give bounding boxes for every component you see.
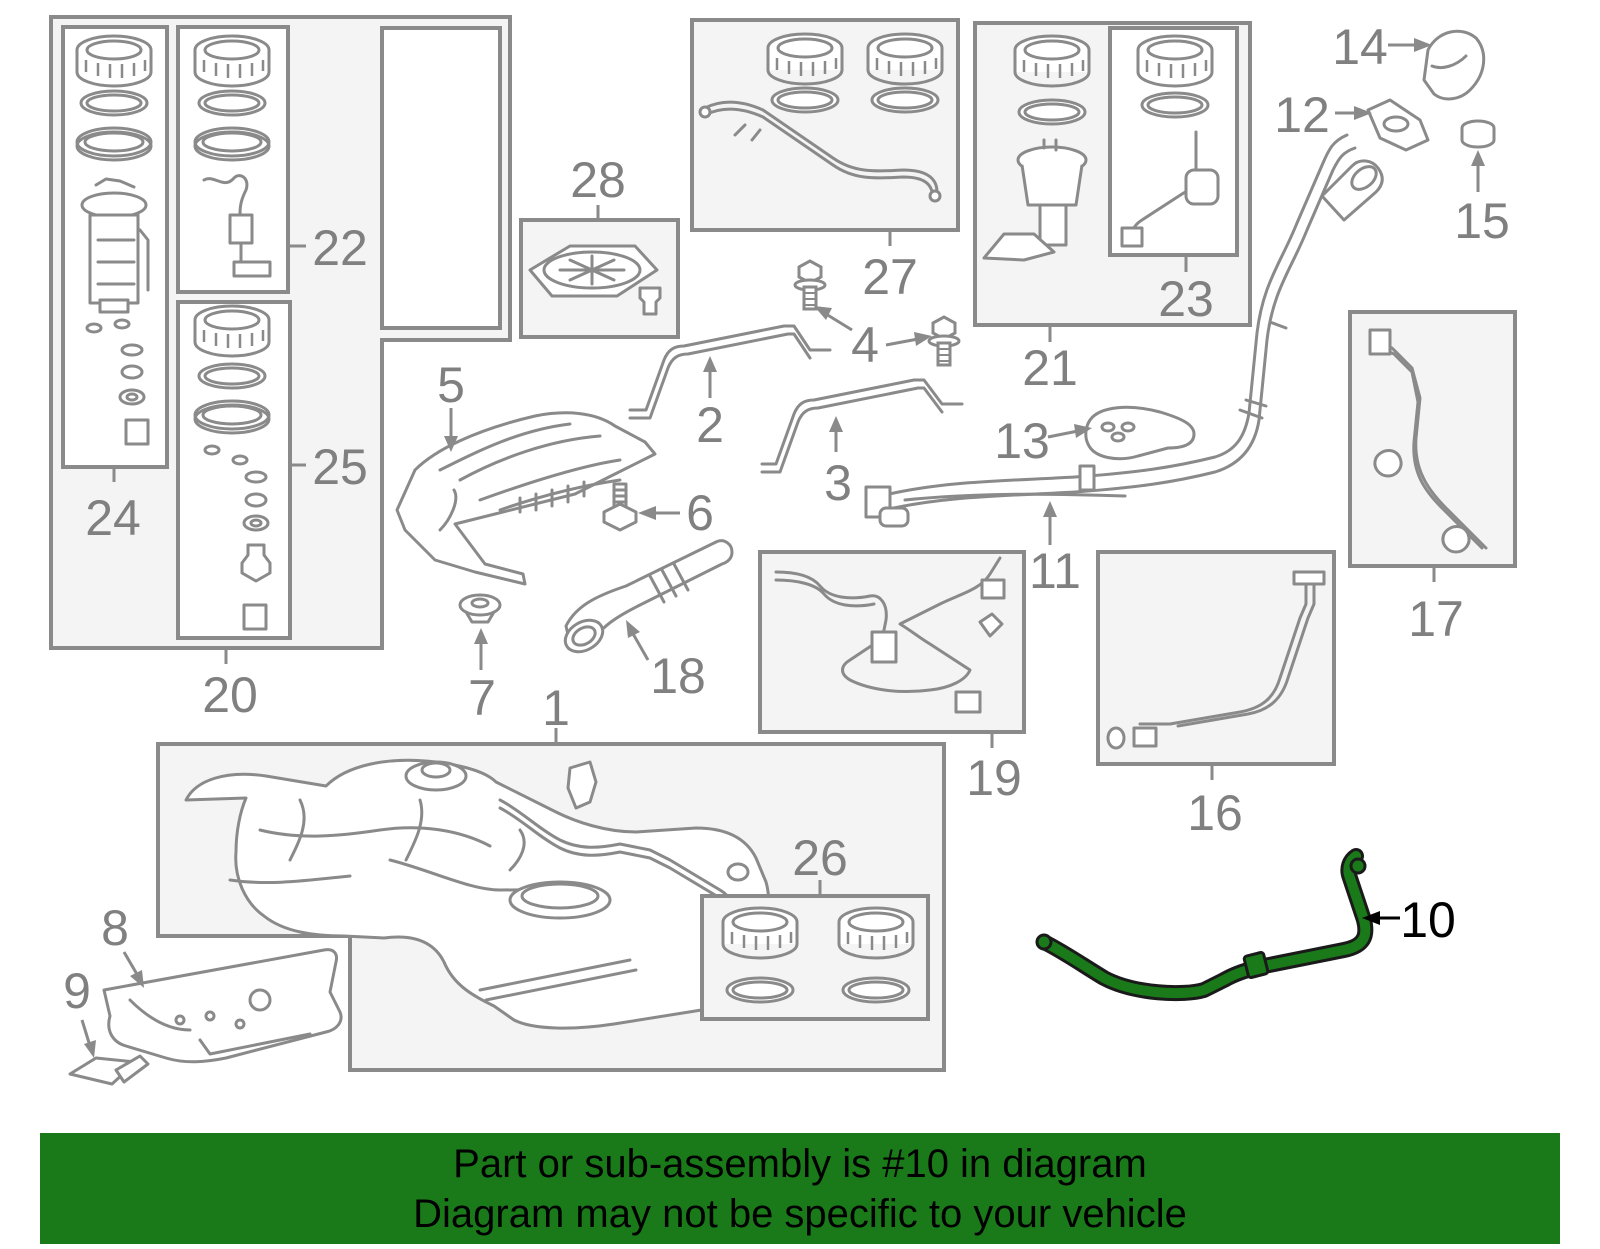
fuel-tank [184, 758, 771, 1030]
filler-hose-18 [563, 539, 734, 661]
bolts-4 [793, 259, 961, 367]
callout-numbers: 1 2 3 4 5 6 7 8 9 10 11 12 13 14 15 16 1… [63, 19, 1510, 1019]
callout-19: 19 [966, 750, 1022, 806]
clip-9 [68, 1019, 150, 1086]
group-21-pump-assy [973, 21, 1252, 342]
filler-gasket-12 [1335, 98, 1430, 152]
heat-shield-5 [395, 408, 657, 586]
fuel-level-sender-23 [1120, 130, 1220, 248]
fuel-level-sender-22 [202, 174, 272, 278]
callout-21: 21 [1022, 340, 1078, 396]
callout-18: 18 [650, 648, 706, 704]
callout-4: 4 [851, 317, 879, 373]
group-20-pump-kits [49, 15, 512, 664]
group-1-fuel-tank [156, 728, 946, 1072]
callout-23: 23 [1158, 271, 1214, 327]
clip-7 [458, 593, 502, 670]
group-28-access-cover [519, 205, 680, 339]
group-19-hose-assy [758, 550, 1026, 748]
group-17-breather-tube [1348, 310, 1517, 582]
tank-strap-2 [628, 324, 832, 420]
tank-strap-3 [760, 378, 964, 474]
callout-1: 1 [542, 680, 570, 736]
callout-11: 11 [1029, 543, 1081, 599]
callout-25: 25 [312, 439, 368, 495]
callout-14: 14 [1332, 19, 1388, 75]
fuel-cap-14 [1388, 29, 1486, 101]
callout-13: 13 [994, 413, 1050, 469]
callout-5: 5 [437, 357, 465, 413]
callout-27: 27 [862, 249, 918, 305]
bracket-13 [1047, 405, 1196, 461]
callout-2: 2 [696, 397, 724, 453]
protector-plate-8 [102, 948, 343, 1064]
group-16-tube [1096, 550, 1336, 780]
callout-24: 24 [85, 490, 141, 546]
callout-10[interactable]: 10 [1400, 892, 1456, 948]
cap-15 [1460, 119, 1496, 192]
fuel-pump-module [80, 177, 150, 314]
bolt-6 [602, 482, 680, 532]
callout-6: 6 [686, 485, 714, 541]
banner-line-1: Part or sub-assembly is #10 in diagram [453, 1141, 1147, 1186]
callout-17: 17 [1408, 591, 1464, 647]
callout-8: 8 [101, 900, 129, 956]
callout-15: 15 [1454, 193, 1510, 249]
highlighted-part-10[interactable] [1035, 848, 1400, 1002]
callout-16: 16 [1187, 785, 1243, 841]
info-banner: Part or sub-assembly is #10 in diagram D… [40, 1133, 1560, 1244]
callout-3: 3 [824, 455, 852, 511]
group-27-pump-kit [690, 18, 960, 246]
callout-7: 7 [468, 670, 496, 726]
callout-9: 9 [63, 963, 91, 1019]
fuel-pump-21 [982, 138, 1088, 262]
small-seals-24 [85, 318, 150, 446]
callout-28: 28 [570, 152, 626, 208]
small-seals-25 [203, 444, 272, 631]
callout-12: 12 [1274, 87, 1330, 143]
filler-pipe-11 [864, 133, 1384, 545]
callout-26: 26 [792, 830, 848, 886]
callout-22: 22 [312, 220, 368, 276]
callout-20: 20 [202, 667, 258, 723]
banner-line-2: Diagram may not be specific to your vehi… [413, 1191, 1187, 1236]
